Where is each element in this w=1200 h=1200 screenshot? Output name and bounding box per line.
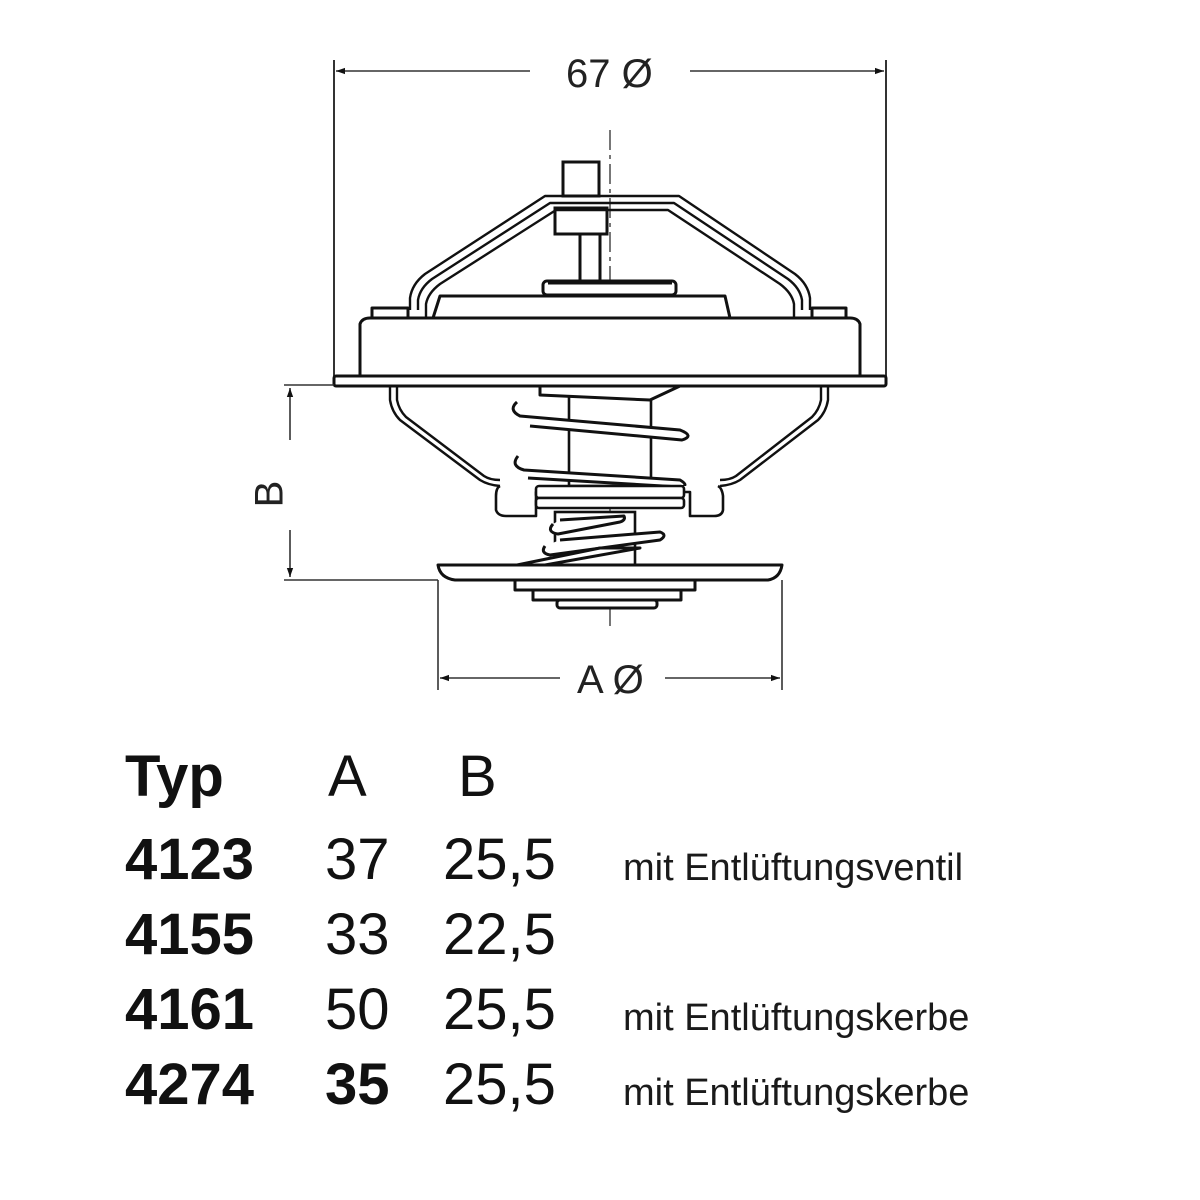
cell-a: 35 [325,1052,390,1117]
dimension-67 [333,60,887,385]
cell-typ: 4155 [125,902,255,967]
cell-note: mit Entlüftungskerbe [623,997,970,1039]
cell-note: mit Entlüftungskerbe [623,1072,970,1114]
top-bridge [408,194,812,318]
dimension-B-label: B [245,480,294,508]
dimension-A-label: A Ø [571,660,650,700]
header-b: B [458,744,497,809]
housing [332,294,888,388]
cell-typ: 4274 [125,1052,255,1117]
top-pin [553,160,609,284]
thermostat-drawing [284,60,888,690]
cell-b: 25,5 [443,977,556,1042]
dimension-67-label: 67 Ø [560,54,659,94]
cell-b: 25,5 [443,1052,556,1117]
cell-typ: 4161 [125,977,255,1042]
lower-cage [388,386,830,488]
cell-a: 37 [325,827,390,892]
dimension-A [437,580,783,690]
lower-spring [515,514,666,567]
cell-a: 33 [325,902,390,967]
cell-note: mit Entlüftungsventil [623,847,964,889]
dimension-B [284,384,438,581]
header-a: A [328,744,367,809]
seat-retainer [494,484,725,518]
cell-b: 25,5 [443,827,556,892]
cell-b: 22,5 [443,902,556,967]
cell-typ: 4123 [125,827,255,892]
header-typ: Typ [125,744,224,809]
valve-disc [436,563,784,610]
cell-a: 50 [325,977,390,1042]
